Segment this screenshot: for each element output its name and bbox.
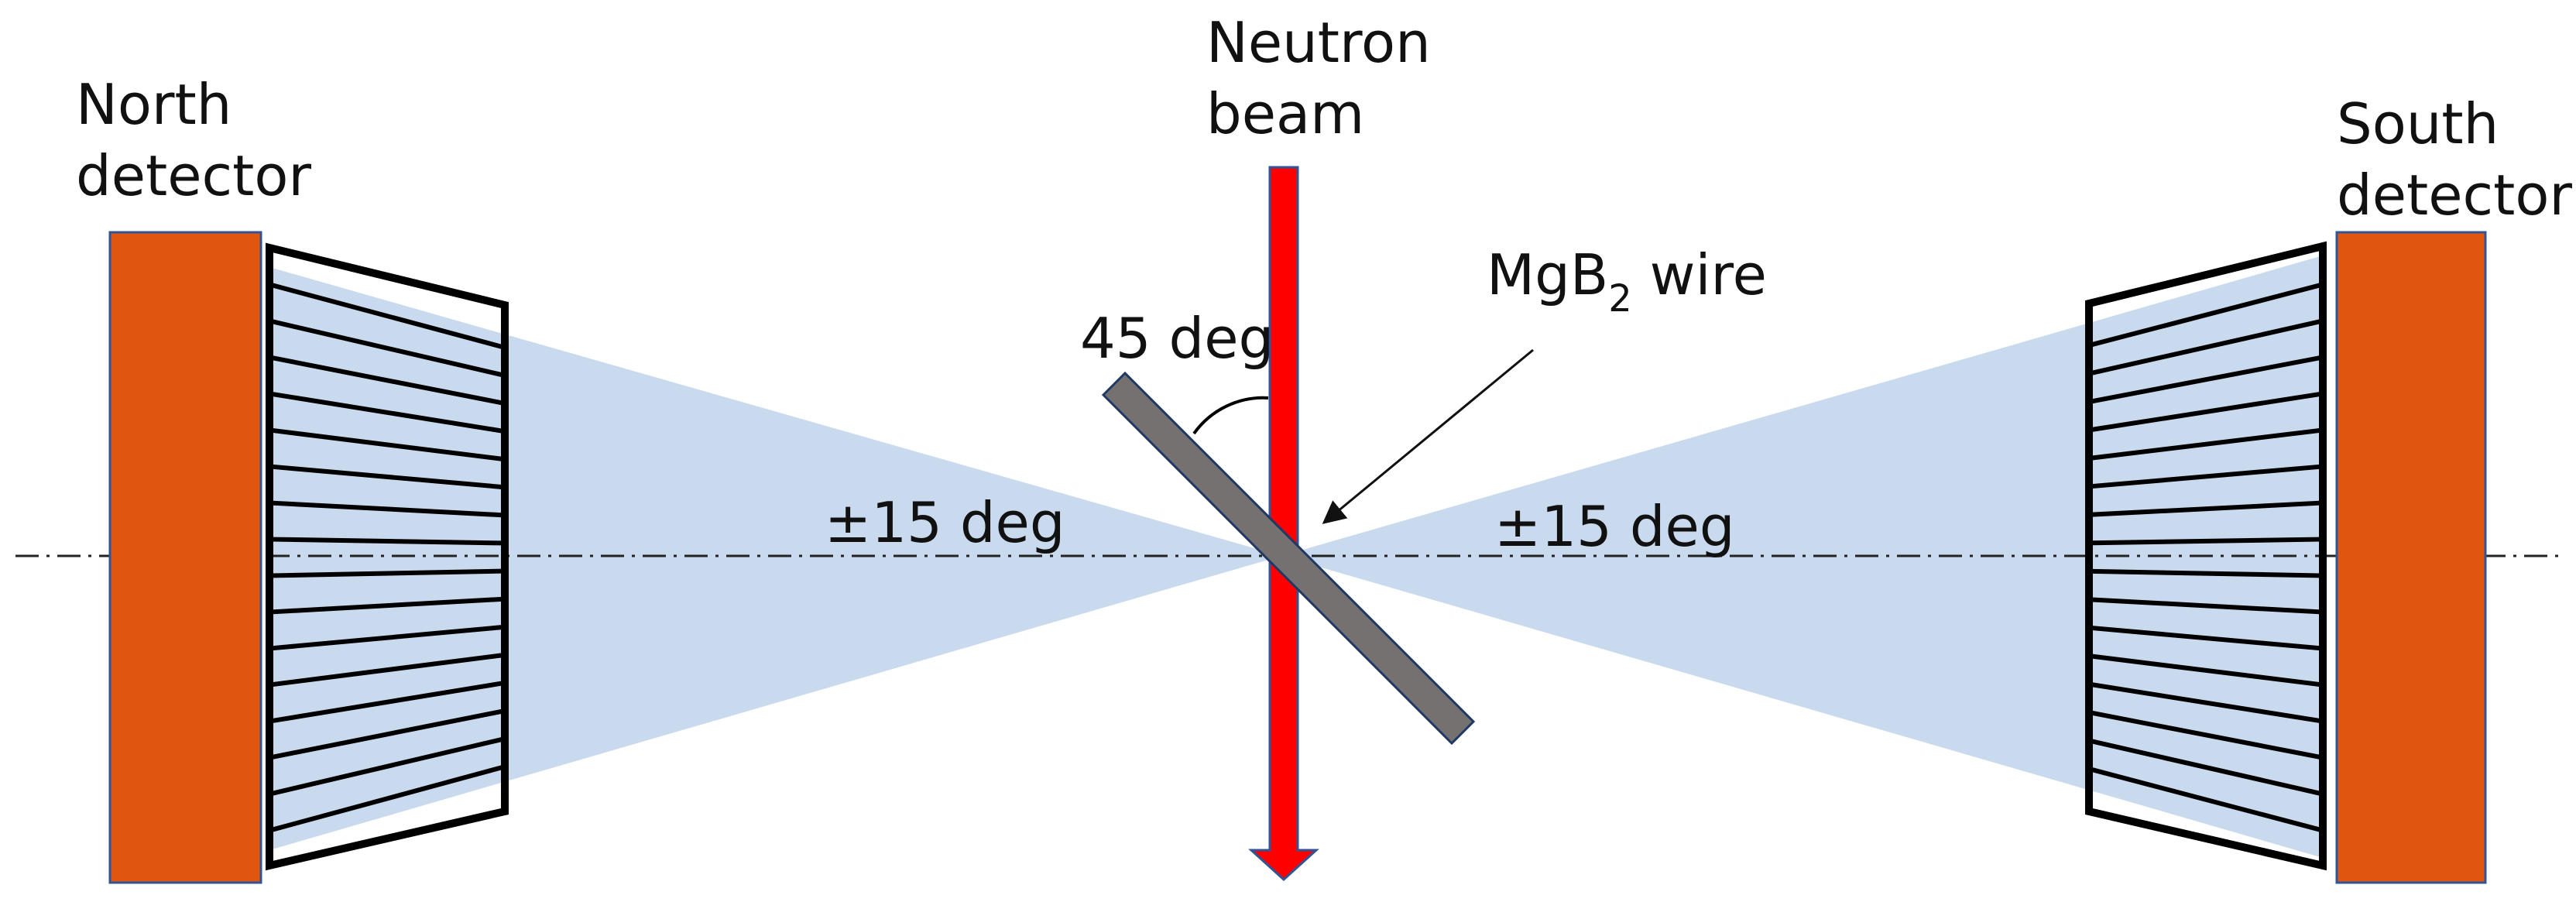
angle-arc-45deg — [1192, 396, 1269, 435]
collimator-blade — [2091, 427, 2320, 461]
collimator-blade — [2091, 355, 2320, 404]
collimator-blade — [272, 500, 503, 518]
north-detector — [108, 231, 262, 884]
collimator-blade — [2091, 739, 2320, 796]
collimator-blade — [272, 319, 503, 377]
collimator-blade — [2091, 568, 2320, 578]
neutron-beam-label: Neutron beam — [1206, 10, 1449, 146]
collimator-blade — [272, 427, 503, 461]
collimator-blade — [272, 765, 503, 832]
collimator-blade — [272, 464, 503, 489]
wire-pointer-arrow — [1322, 348, 1534, 524]
south-collimator-frame — [2085, 241, 2327, 871]
collimator-blade — [272, 625, 503, 651]
collimator-blade — [272, 681, 503, 723]
south-acceptance-cone — [1281, 256, 2323, 858]
collimator-blade — [2091, 710, 2320, 760]
collimator-blade — [272, 537, 503, 546]
north-collimator-frame — [266, 242, 509, 871]
collimator-blade — [2091, 767, 2320, 832]
collimator-blade — [2091, 537, 2320, 546]
north-detector-label: North detector — [76, 72, 311, 208]
south-detector-label: South detector — [2337, 91, 2572, 228]
collimator-blade — [272, 355, 503, 406]
wire-angle-label: 45 deg — [1080, 306, 1274, 371]
neutron-beam-arrow — [1248, 166, 1319, 882]
collimator-blade — [2091, 682, 2320, 723]
collimator-blade — [2091, 464, 2320, 489]
north-acceptance-cone — [269, 267, 1281, 850]
north-collimator-blades — [272, 283, 503, 832]
wire-label: MgB2 wire — [1487, 242, 1767, 321]
south-detector — [2335, 231, 2487, 884]
collimator-blade — [2091, 597, 2320, 615]
collimator-blade — [272, 708, 503, 760]
collimator-blade — [272, 737, 503, 796]
collimator-blade — [2091, 500, 2320, 517]
collimator-blade — [272, 392, 503, 434]
south-collimator-blades — [2091, 283, 2320, 832]
mgb2-wire — [1101, 371, 1476, 746]
south-acceptance-label: ±15 deg — [1494, 494, 1735, 559]
collimator-blade — [272, 568, 503, 578]
collimator-blade — [272, 596, 503, 615]
collimator-blade — [2091, 626, 2320, 651]
collimator-blade — [272, 653, 503, 688]
collimator-blade — [2091, 392, 2320, 432]
collimator-blade — [2091, 283, 2320, 347]
collimator-blade — [2091, 319, 2320, 376]
collimator-blade — [272, 283, 503, 349]
north-acceptance-label: ±15 deg — [825, 490, 1065, 555]
collimator-blade — [2091, 653, 2320, 688]
